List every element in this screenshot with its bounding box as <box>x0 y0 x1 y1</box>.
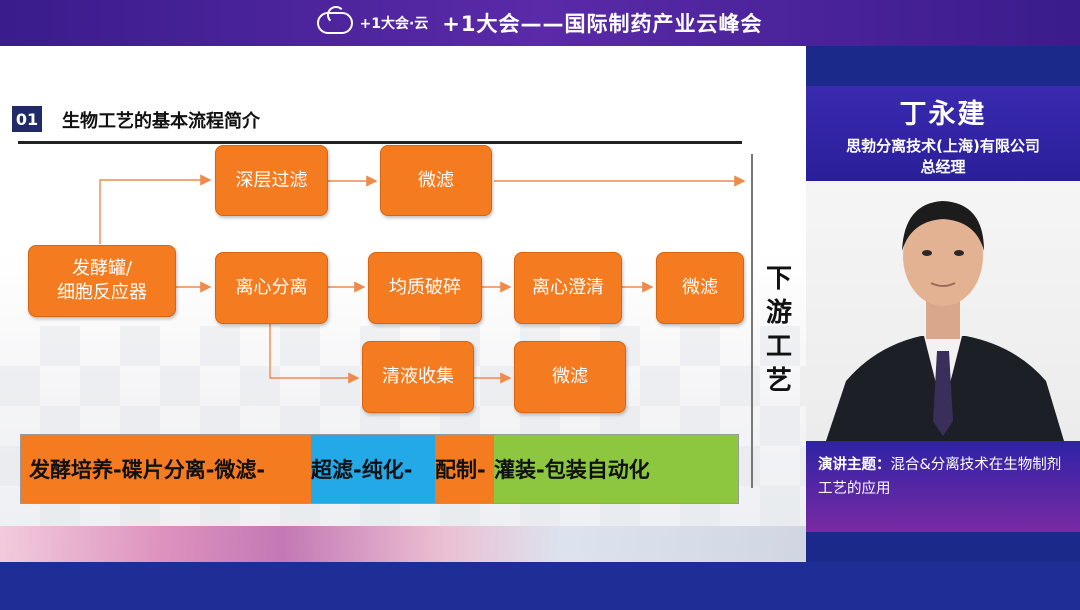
pipeline-segment-filling: 灌装-包装自动化 <box>494 435 738 503</box>
speaker-name-card: 丁永建 思勃分离技术(上海)有限公司 总经理 <box>806 86 1080 181</box>
node-homogenize: 均质破碎 <box>368 252 482 324</box>
section-title: 生物工艺的基本流程简介 <box>62 111 260 132</box>
speaker-company: 思勃分离技术(上海)有限公司 <box>846 137 1040 155</box>
topic-text: 混合&分离技术在生物制剂工艺的应用 <box>818 457 1062 497</box>
event-logo: +1大会·云 <box>317 6 429 34</box>
bottom-banner <box>0 562 1080 610</box>
node-depth-filter: 深层过滤 <box>215 145 328 216</box>
speaker-portrait <box>826 201 1064 441</box>
pipeline-segment-fermentation: 发酵培养-碟片分离-微滤- <box>21 435 311 503</box>
node-microfilter-bottom: 微滤 <box>514 341 626 413</box>
speech-topic: 演讲主题：混合&分离技术在生物制剂工艺的应用 <box>806 441 1080 532</box>
event-title: +1大会——国际制药产业云峰会 <box>442 12 763 36</box>
arrow-fermenter-to-depth-filter <box>99 174 212 244</box>
topic-label: 演讲主题： <box>818 457 891 473</box>
pipeline-segment-ultrafiltration: 超滤-纯化- <box>311 435 435 503</box>
title-underline <box>18 141 742 144</box>
process-pipeline-bar: 发酵培养-碟片分离-微滤- 超滤-纯化- 配制- 灌装-包装自动化 <box>20 434 739 504</box>
node-clarified-collect: 清液收集 <box>362 341 474 413</box>
speaker-role: 总经理 <box>920 158 966 176</box>
speaker-video-feed <box>806 181 1080 441</box>
node-centrifuge-clarify: 离心澄清 <box>514 252 622 324</box>
node-fermenter: 发酵罐/ 细胞反应器 <box>28 245 176 317</box>
pipeline-segment-formulation: 配制- <box>435 435 494 503</box>
node-microfilter-top: 微滤 <box>380 145 492 216</box>
slide-decorative-splash <box>0 526 806 562</box>
logo-text: +1大会·云 <box>359 16 429 32</box>
top-banner: +1大会·云 +1大会——国际制药产业云峰会 <box>0 0 1080 46</box>
presentation-slide: 01 生物工艺的基本流程简介 发酵罐/ 细胞反应器 深层过滤 微滤 离心分离 均… <box>0 46 806 562</box>
node-microfilter-middle: 微滤 <box>656 252 744 324</box>
downstream-divider <box>751 154 753 488</box>
section-number: 01 <box>12 106 42 132</box>
speaker-panel: 丁永建 思勃分离技术(上海)有限公司 总经理 演讲主题：混合&分离技术在生物制剂… <box>806 86 1080 532</box>
downstream-label: 下 游 工 艺 <box>765 264 792 396</box>
cloud-icon <box>317 6 354 34</box>
speaker-name: 丁永建 <box>899 99 987 130</box>
node-centrifuge: 离心分离 <box>215 252 328 324</box>
